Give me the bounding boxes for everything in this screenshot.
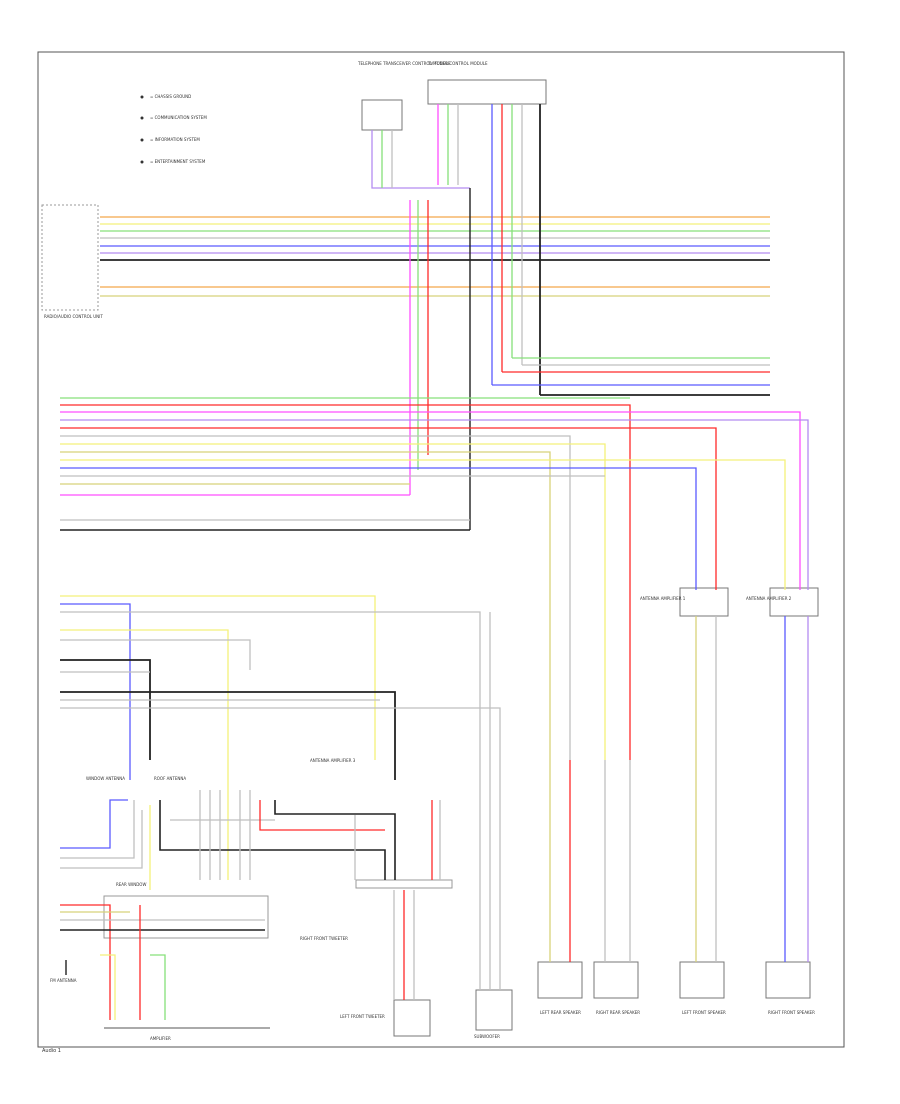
- antenna-amp-3-box: [355, 879, 453, 889]
- wire-55: [60, 629, 229, 880]
- wire-33: [60, 427, 717, 590]
- lf-speaker-box: [679, 961, 725, 999]
- wire-57: [60, 659, 151, 760]
- legend-bullet: [140, 116, 144, 120]
- rf-speaker-label: RIGHT FRONT SPEAKER: [768, 1010, 815, 1015]
- lr-speaker-box: [537, 961, 583, 999]
- footer-code: Audio 1: [42, 1048, 61, 1054]
- diagram-frame: [37, 51, 845, 1048]
- legend-bullet: [140, 95, 144, 99]
- legend-bullet: [140, 138, 144, 142]
- legend-item-2: = INFORMATION SYSTEM: [150, 137, 200, 142]
- wire-73: [159, 800, 386, 880]
- wire-32: [60, 419, 809, 590]
- antenna-amp-3-label: ANTENNA AMPLIFIER 3: [310, 758, 356, 763]
- tweeter-module-box: [393, 999, 431, 1037]
- legend-item-3: = ENTERTAINMENT SYSTEM: [150, 159, 206, 164]
- wire-66: [60, 904, 111, 1020]
- subwoofer-box: [475, 989, 513, 1031]
- lr-speaker-label: LEFT REAR SPEAKER: [540, 1010, 581, 1015]
- wire-38: [60, 467, 697, 590]
- wire-52: [60, 595, 376, 760]
- amplifier-lower-label: AMPLIFIER: [150, 1036, 171, 1041]
- wire-59: [60, 691, 396, 780]
- wire-22: [371, 130, 470, 189]
- wire-31: [60, 411, 801, 590]
- wire-37: [60, 459, 786, 590]
- rear-window-label: REAR WINDOW: [116, 882, 146, 887]
- legend-item-0: = CHASSIS GROUND: [150, 94, 191, 99]
- roof-antenna-label: ROOF ANTENNA: [154, 776, 186, 781]
- rr-speaker-box: [593, 961, 639, 999]
- window-antenna-label: WINDOW ANTENNA: [86, 776, 125, 781]
- tv-module-box: [427, 79, 547, 105]
- lf-tweeter-label: LEFT FRONT TWEETER: [340, 1014, 385, 1019]
- wire-64: [60, 800, 135, 859]
- head-unit-label: RADIO/AUDIO CONTROL UNIT: [44, 314, 103, 319]
- rf-tweeter-label: RIGHT FRONT TWEETER: [300, 936, 348, 941]
- antenna-amp-2-box: [769, 587, 819, 617]
- wire-36: [60, 451, 551, 760]
- wire-75: [259, 800, 385, 831]
- legend-item-1: = COMMUNICATION SYSTEM: [150, 115, 207, 120]
- subwoofer-label: SUBWOOFER: [474, 1034, 500, 1039]
- telephone-module-box: [361, 99, 403, 131]
- head-unit-box: [41, 204, 99, 311]
- rr-speaker-label: RIGHT REAR SPEAKER: [596, 1010, 640, 1015]
- antenna-amp-1-box: [679, 587, 729, 617]
- wire-30: [60, 404, 631, 760]
- wire-53: [60, 603, 131, 780]
- wire-34: [60, 435, 571, 760]
- fm-antenna-label: FM ANTENNA: [50, 978, 77, 983]
- components: RADIO/AUDIO CONTROL UNIT TELEPHONE TRANS…: [41, 61, 819, 1041]
- tv-module-label: TV TUNER CONTROL MODULE: [427, 61, 488, 66]
- antenna-amp-2-label: ANTENNA AMPLIFIER 2: [746, 596, 792, 601]
- wires: [60, 104, 809, 1020]
- amplifier-lower-box: [103, 895, 269, 939]
- wire-56: [60, 639, 251, 670]
- wire-70: [100, 954, 116, 1020]
- wire-35: [60, 443, 606, 760]
- antenna-amp-1-label: ANTENNA AMPLIFIER 1: [640, 596, 686, 601]
- wire-71: [150, 954, 166, 1020]
- legend-bullet: [140, 160, 144, 164]
- wire-76: [274, 800, 396, 880]
- wire-65: [60, 810, 143, 869]
- wire-63: [60, 799, 128, 849]
- legend: = CHASSIS GROUND = COMMUNICATION SYSTEM …: [140, 94, 207, 164]
- lf-speaker-label: LEFT FRONT SPEAKER: [682, 1010, 726, 1015]
- rf-speaker-box: [765, 961, 811, 999]
- telephone-module-label: TELEPHONE TRANSCEIVER CONTROL MODULE: [357, 61, 451, 66]
- wire-61: [60, 707, 501, 990]
- wire-54: [60, 611, 481, 990]
